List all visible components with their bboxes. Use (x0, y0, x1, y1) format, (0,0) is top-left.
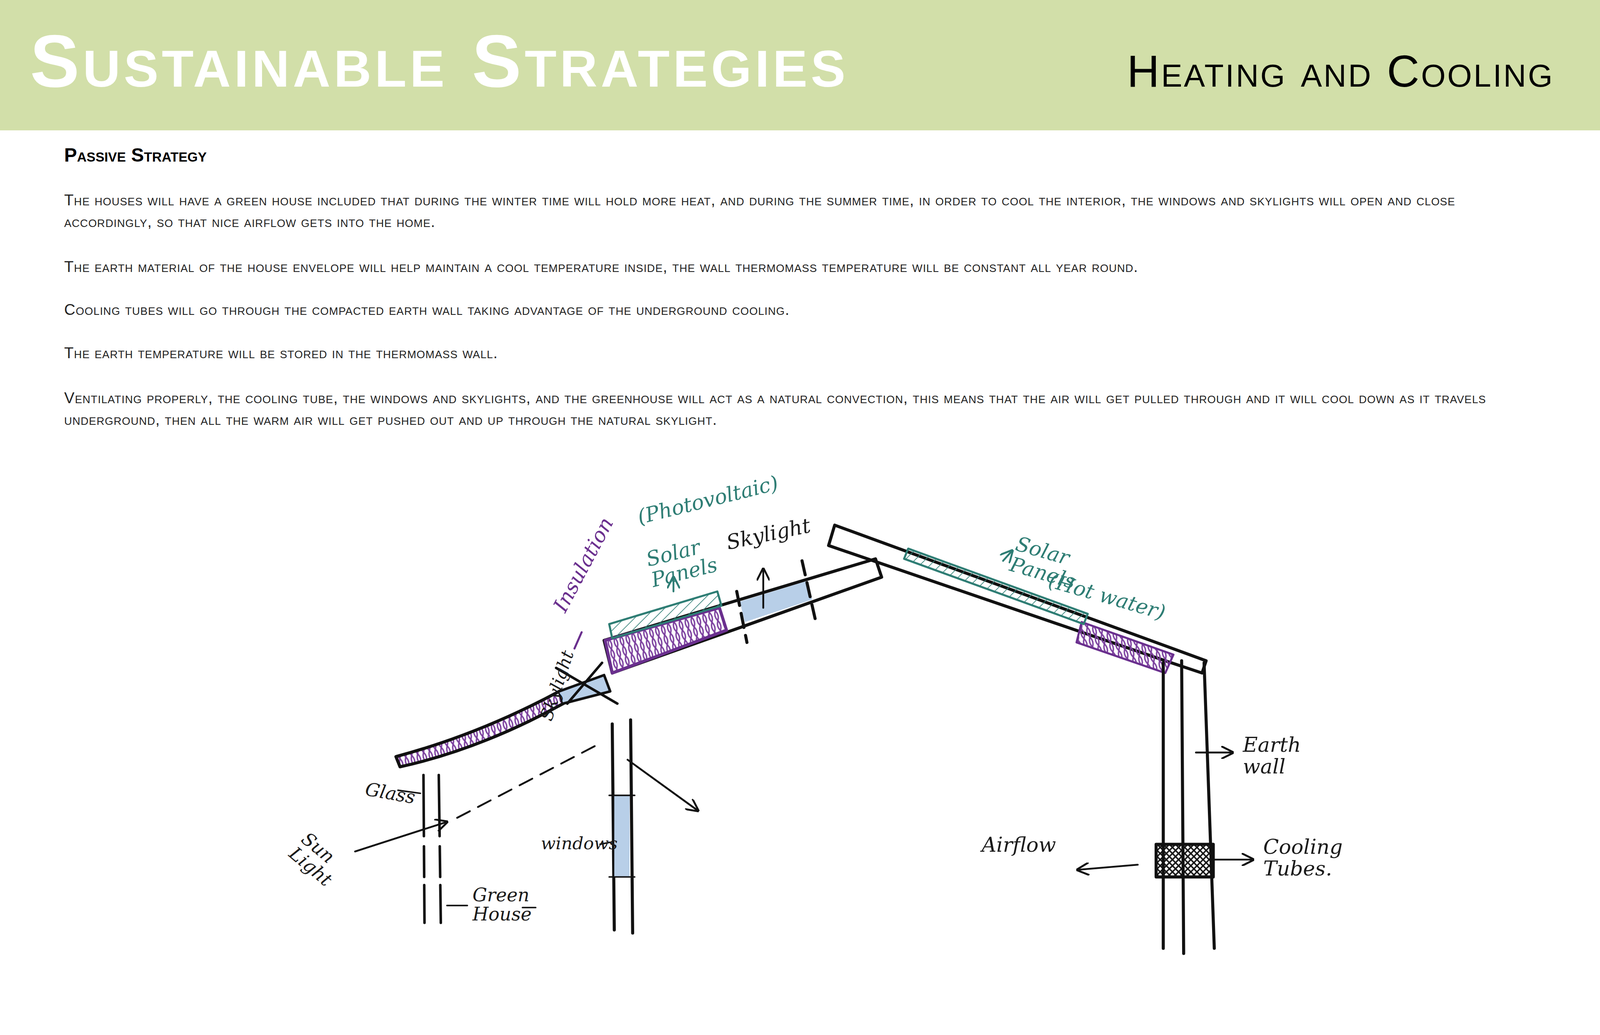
sketch-label: Glass (363, 779, 417, 808)
sketch-label: (Photovoltaic) (635, 472, 780, 529)
sketch-label: Sun Light (285, 829, 350, 892)
sketch-label: Solar Panels (643, 530, 734, 592)
section-heading: Passive Strategy (64, 141, 207, 169)
sketch-label: Earth wall (1242, 734, 1315, 778)
sketch-label: Airflow (981, 834, 1057, 856)
sketch-label: Cooling Tubes. (1263, 836, 1355, 880)
sketch-label: Green House (472, 885, 534, 925)
page-subtitle: Heating and Cooling (1127, 39, 1555, 103)
body-paragraph: Cooling tubes will go through the compac… (64, 299, 1515, 321)
sketch-label: Skylight (724, 515, 813, 554)
sketch-label: windows (540, 834, 618, 853)
sketch-label: Skylight (537, 648, 577, 723)
page-title: Sustainable Strategies (30, 16, 849, 106)
body-paragraph: Ventilating properly, the cooling tube, … (64, 387, 1515, 431)
body-paragraph: The earth temperature will be stored in … (64, 342, 1515, 365)
body-paragraph: The earth material of the house envelope… (64, 256, 1515, 278)
sketch-label: Insulation (549, 514, 618, 616)
body-paragraph: The houses will have a green house inclu… (64, 189, 1515, 233)
